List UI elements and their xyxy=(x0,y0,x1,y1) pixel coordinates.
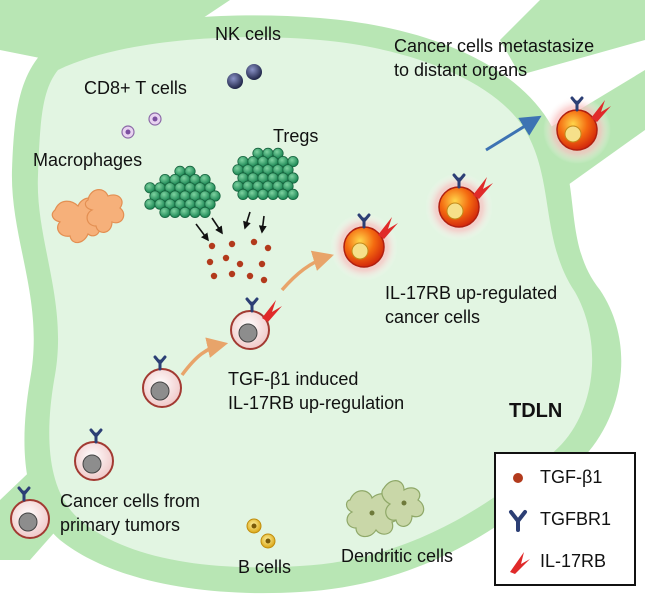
tregs-label: Tregs xyxy=(273,126,319,146)
legend-label-tgfbr1: TGFBR1 xyxy=(540,509,612,529)
tdln-label: TDLN xyxy=(509,400,563,422)
metastasizing-cancer-cell xyxy=(543,96,611,164)
primary-cancer-cell-2 xyxy=(74,428,114,481)
dot-icon xyxy=(513,473,523,483)
legend-label-tgf: TGF-β1 xyxy=(540,467,603,487)
dendritic-cells xyxy=(345,480,425,538)
progression-arrows xyxy=(180,250,335,377)
legend-label-il17rb: IL-17RB xyxy=(540,551,607,571)
legend-row-tgfbr1: TGFBR1 xyxy=(496,502,634,536)
primary-label-line2: primary tumors xyxy=(60,515,181,535)
tgf-beta1-dots xyxy=(206,238,272,284)
metastasize-label-line2: to distant organs xyxy=(394,60,528,80)
legend: TGF-β1 TGFBR1 IL-17RB xyxy=(494,452,636,586)
induced-cancer-cell xyxy=(230,297,282,350)
dendritic-cells-label: Dendritic cells xyxy=(341,546,454,566)
metastasize-label-line1: Cancer cells metastasize xyxy=(394,36,595,56)
metastasis-arrow xyxy=(485,115,542,152)
tregs-cluster-left xyxy=(144,165,221,218)
upregulated-cancer-cell-2 xyxy=(425,173,493,241)
primary-label-line1: Cancer cells from xyxy=(60,491,201,511)
primary-cancer-cell-3 xyxy=(142,355,182,408)
treg-secretion-arrows xyxy=(195,211,267,242)
nk-cells-label: NK cells xyxy=(215,24,282,44)
legend-row-tgf: TGF-β1 xyxy=(496,460,634,494)
b-cells xyxy=(246,518,276,549)
induced-label-line2: IL-17RB up-regulation xyxy=(228,393,405,413)
upregulated-label-line2: cancer cells xyxy=(385,307,481,327)
cd8-t-cells xyxy=(121,112,162,139)
nk-cells xyxy=(227,64,262,89)
cd8-t-cells-label: CD8+ T cells xyxy=(84,78,187,98)
receptor-y-icon xyxy=(509,510,527,532)
upregulated-label-line1: IL-17RB up-regulated xyxy=(385,283,558,303)
legend-row-il17rb: IL-17RB xyxy=(496,544,634,578)
macrophages xyxy=(51,189,125,244)
b-cells-label: B cells xyxy=(238,557,292,577)
tregs-cluster-right xyxy=(232,147,299,200)
macrophages-label: Macrophages xyxy=(33,150,143,170)
induced-label-line1: TGF-β1 induced xyxy=(228,369,359,389)
receptor-red-icon xyxy=(510,552,530,574)
upregulated-cancer-cell-1 xyxy=(330,213,398,281)
primary-cancer-cell-1 xyxy=(10,486,50,539)
